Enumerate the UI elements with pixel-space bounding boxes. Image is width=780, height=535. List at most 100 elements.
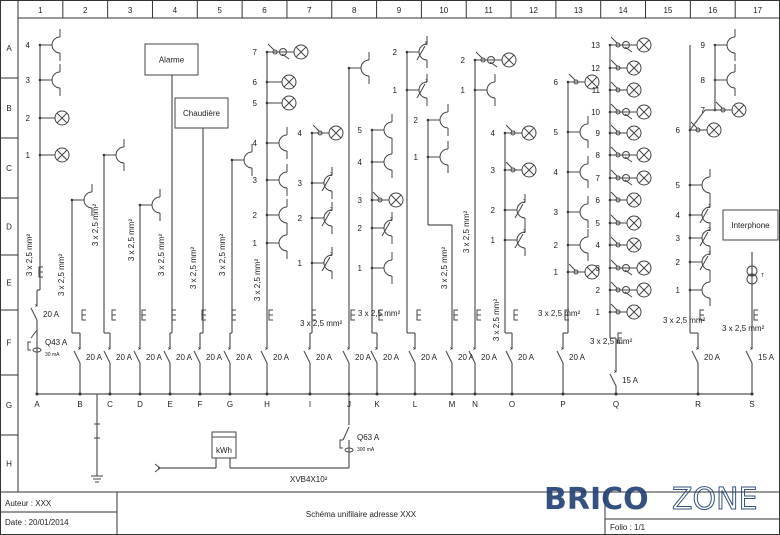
breaker-rating: 20 A (236, 353, 253, 362)
cable-label: 3 x 2,5 mm² (157, 234, 166, 277)
switch-lever (610, 103, 618, 111)
breaker-mark: x (308, 346, 311, 352)
circuit-letter: J (347, 400, 351, 409)
socket-icon (243, 151, 253, 169)
lamp-cross (586, 266, 598, 278)
switch-lever (372, 191, 380, 199)
bus-junction (35, 392, 39, 396)
breaker-icon (468, 350, 476, 364)
switch-lever (381, 221, 391, 237)
breaker-rating: 20 A (43, 310, 60, 319)
transformer-icon (746, 265, 758, 277)
terminal-icon (201, 309, 206, 321)
lamp-cross (283, 97, 295, 109)
switch-tag: 2 (390, 217, 393, 223)
switch-lever (610, 191, 618, 199)
item-number: 3 (596, 264, 601, 273)
bus-junction (375, 392, 379, 396)
item-number: 4 (554, 168, 559, 177)
switch-lever (610, 214, 618, 222)
item-number: 3 (554, 208, 559, 217)
item-number: 2 (26, 114, 31, 123)
socket-icon (323, 209, 333, 227)
switch-lever (624, 291, 633, 298)
item-number: 8 (596, 151, 601, 160)
item-number: 4 (358, 158, 363, 167)
lamp-icon (626, 60, 642, 76)
item-number: 3 (26, 76, 31, 85)
socket-icon (418, 81, 428, 99)
item-number: 2 (676, 258, 681, 267)
cable-label: 3 x 2,5 mm² (358, 309, 401, 318)
circuit-letter: H (264, 400, 270, 409)
socket-icon (439, 111, 449, 129)
switch-lever (610, 259, 618, 267)
socket-icon (726, 36, 736, 54)
lamp-cross (283, 76, 295, 88)
breaker-icon (163, 350, 171, 364)
circuit-letter: C (107, 400, 113, 409)
breaker-icon (223, 350, 231, 364)
switch-lever (610, 169, 618, 177)
socket-icon (51, 36, 61, 54)
differential-sensitivity: 30 mA (45, 352, 60, 358)
lamp-icon (54, 110, 70, 126)
item-number: 7 (596, 174, 601, 183)
breaker-icon (370, 350, 378, 364)
column-number: 4 (173, 6, 178, 15)
terminal-icon (476, 309, 481, 321)
differential-label: Q43 A (45, 338, 68, 347)
lamp-cross (733, 104, 745, 116)
switch-lever (505, 161, 513, 169)
lamp-icon (626, 192, 642, 208)
column-number: 2 (83, 6, 88, 15)
column-number: 7 (307, 6, 312, 15)
switch-lever (312, 124, 320, 132)
switch-lever (610, 124, 618, 132)
breaker-mark: x (35, 303, 38, 309)
item-number: 1 (393, 86, 398, 95)
lamp-cross (628, 84, 640, 96)
item-number: 6 (253, 78, 258, 87)
switch-lever (624, 269, 633, 276)
breaker-mark: x (347, 346, 350, 352)
switch-lever (610, 36, 618, 44)
circuit-letter: L (413, 400, 418, 409)
socket-icon (701, 253, 711, 271)
bus-junction (138, 392, 142, 396)
breaker-icon (445, 350, 453, 364)
item-number: 9 (596, 129, 601, 138)
item-number: 12 (591, 64, 600, 73)
item-number: 1 (26, 151, 31, 160)
switch-tag: 2 (330, 207, 333, 213)
terminal-icon (564, 309, 569, 321)
lamp-icon (626, 215, 642, 231)
lamp-icon (328, 125, 344, 141)
item-number: 7 (701, 106, 706, 115)
lamp-icon (54, 147, 70, 163)
item-number: 1 (298, 259, 303, 268)
socket-icon (516, 231, 526, 249)
switch-tag: 8 (425, 41, 428, 47)
switch-tag: 2 (708, 227, 711, 233)
item-number: 1 (414, 153, 419, 162)
energy-meter (211, 431, 237, 459)
socket-icon (278, 171, 288, 189)
socket-icon (323, 254, 333, 272)
lamp-cross (638, 262, 650, 274)
breaker-icon (609, 373, 617, 387)
main-breaker-label: Q63 A (357, 433, 380, 442)
breaker-icon (556, 350, 564, 364)
lamp-cross (56, 112, 68, 124)
switch-lever (281, 53, 290, 60)
item-number: 6 (596, 196, 601, 205)
cable-label: 3 x 2,5 mm² (218, 234, 227, 277)
item-number: 10 (591, 108, 600, 117)
watermark-zone: ZONE (672, 482, 758, 517)
